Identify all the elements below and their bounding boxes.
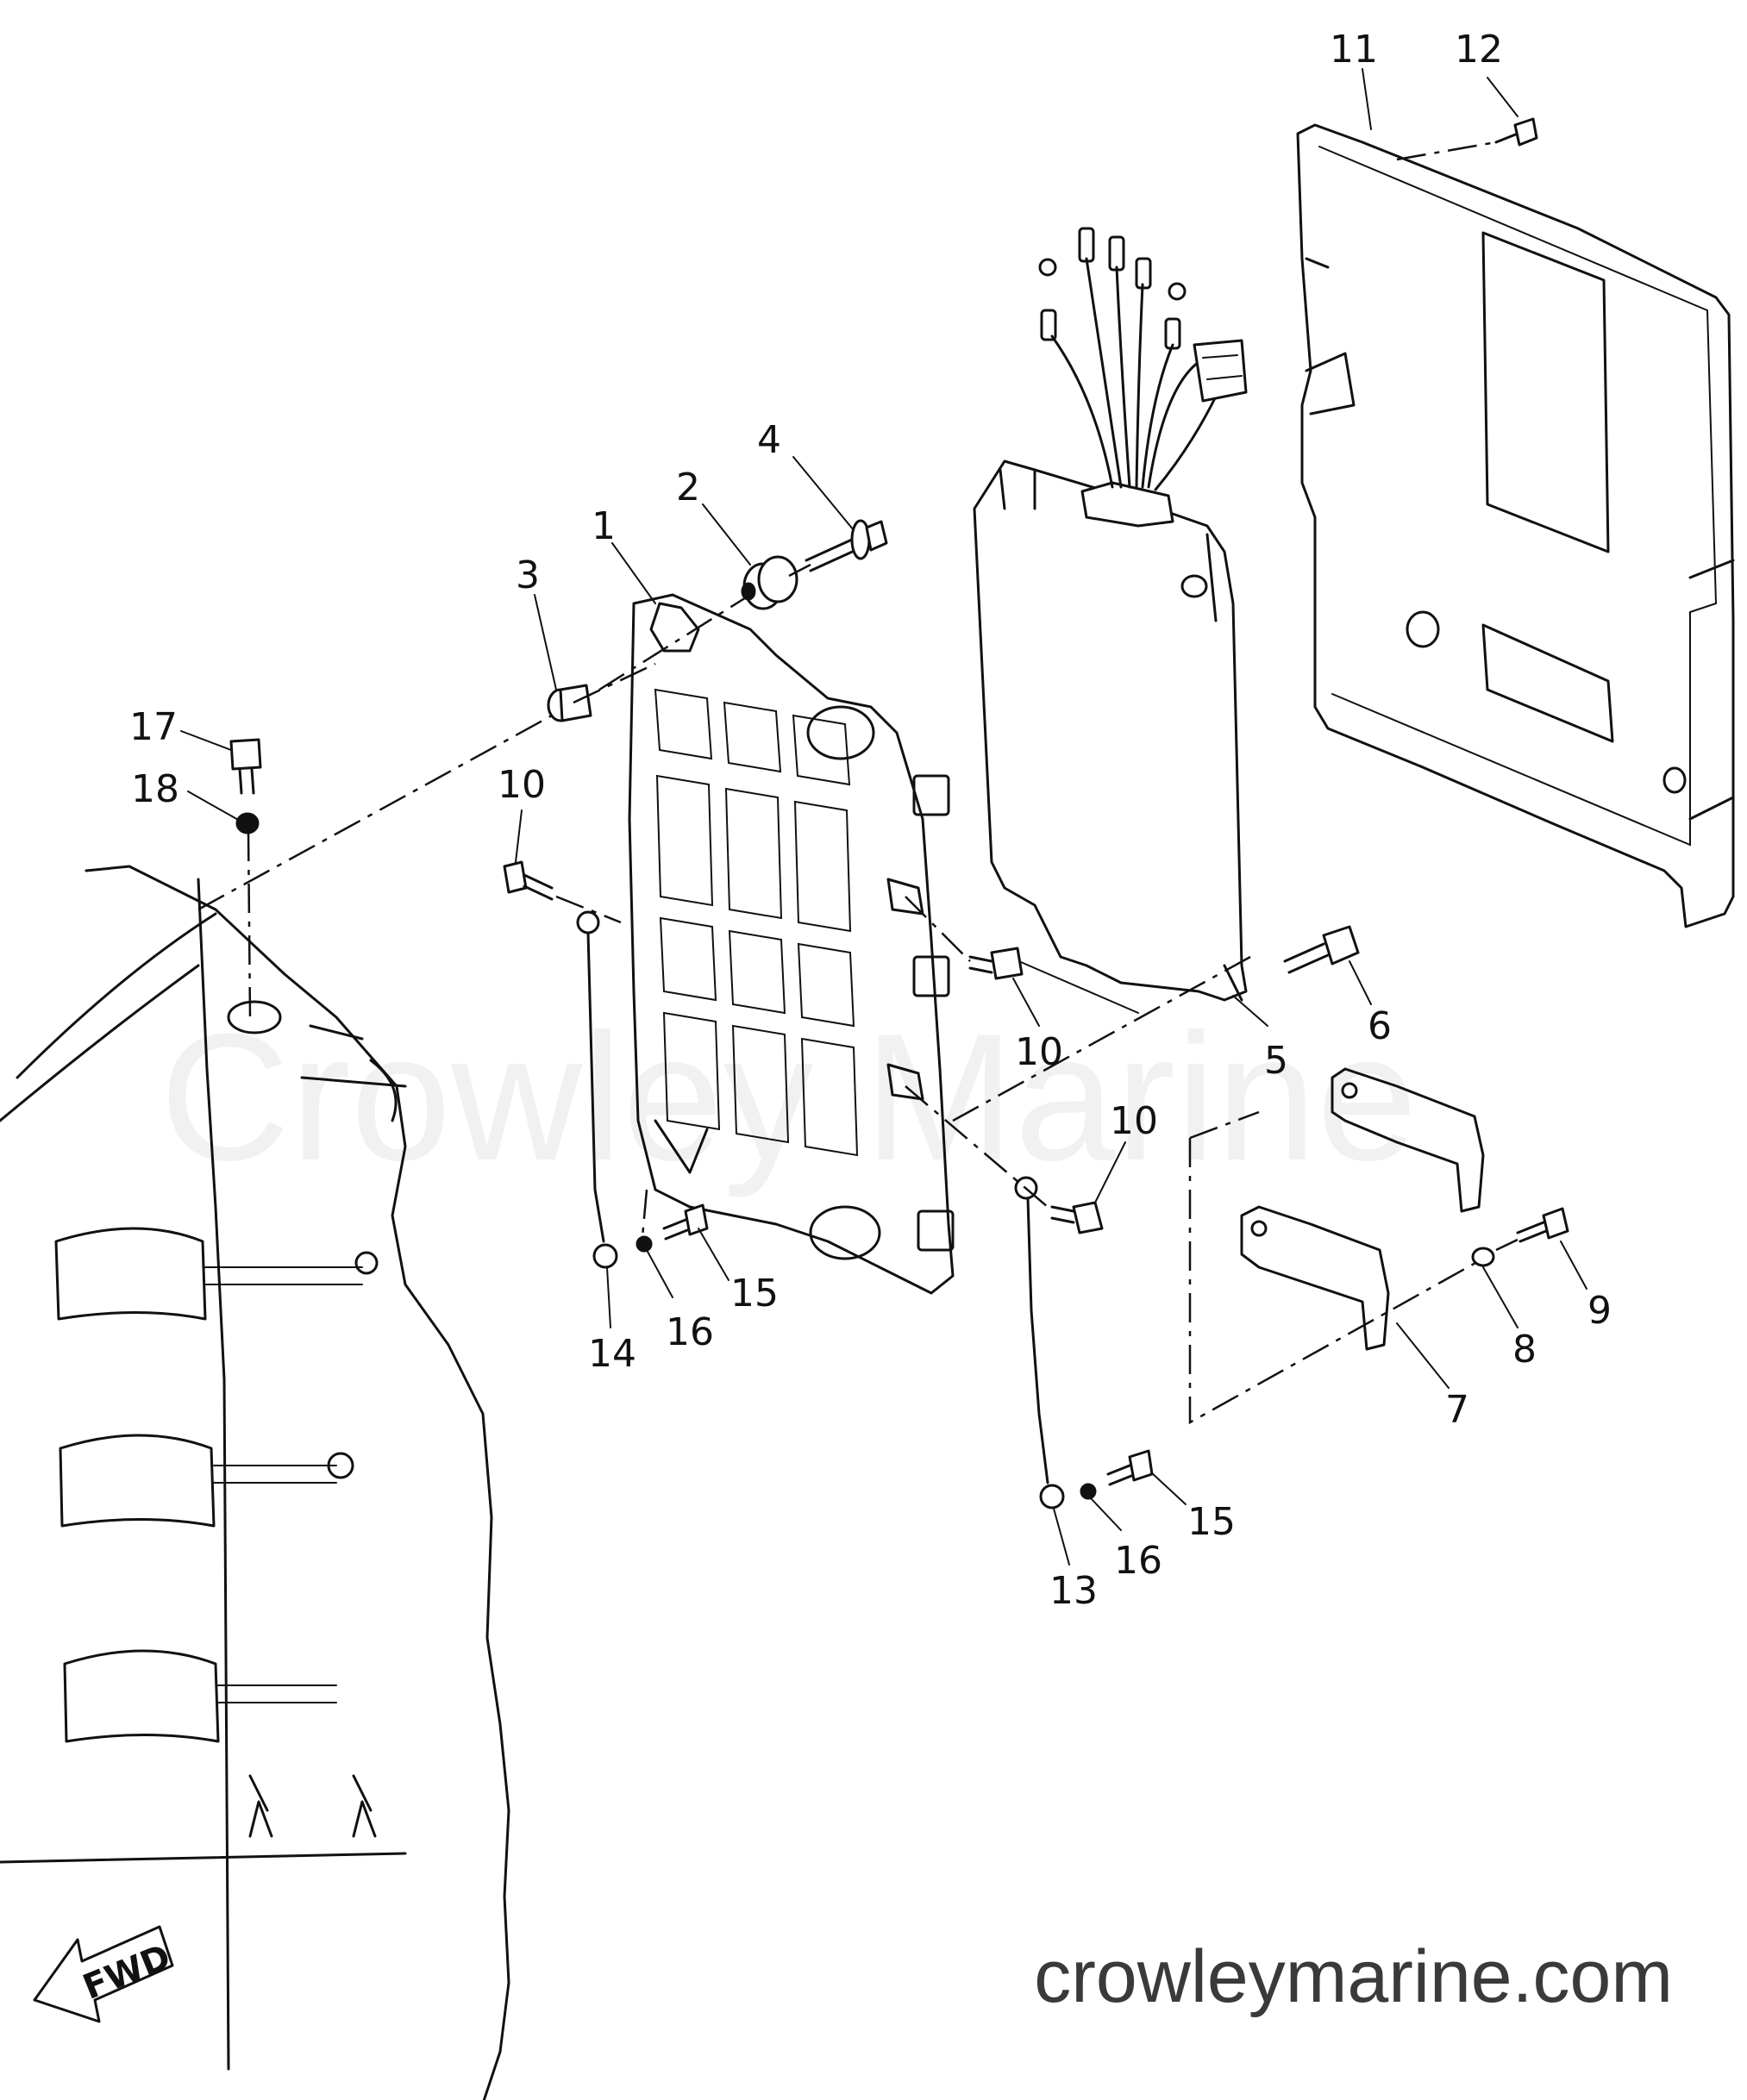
callout-2: 2	[676, 466, 700, 509]
ground-wire-13	[1014, 1176, 1065, 1509]
engine-block	[0, 865, 510, 2100]
bolt-6	[1283, 925, 1360, 974]
assembly-lines	[197, 141, 1518, 1425]
callout-10-upper: 10	[498, 763, 546, 807]
washer-16-right	[1080, 1483, 1097, 1500]
callout-16-right: 16	[1114, 1539, 1162, 1583]
washer-18	[235, 812, 260, 834]
callout-11: 11	[1330, 28, 1378, 72]
callout-4: 4	[757, 418, 781, 462]
bracket-plate	[628, 593, 955, 1295]
callout-8: 8	[1512, 1328, 1537, 1372]
cdi-unit	[973, 227, 1248, 1014]
site-url-text: crowleymarine.com	[1034, 1935, 1673, 2018]
callout-9: 9	[1587, 1289, 1612, 1333]
callout-12: 12	[1455, 28, 1503, 72]
fwd-arrow: FWD	[33, 1925, 176, 2023]
screw-12	[1494, 117, 1538, 147]
grommet	[741, 555, 798, 610]
callout-13: 13	[1049, 1569, 1098, 1613]
callout-10-middle: 10	[1015, 1030, 1063, 1074]
callout-1: 1	[592, 504, 616, 548]
watermark-text: Crowley Marine	[160, 996, 1418, 1198]
bolt-10-middle	[968, 947, 1024, 980]
bolt-17	[229, 738, 262, 795]
collar	[547, 684, 592, 722]
washer-8	[1471, 1247, 1495, 1267]
bolt-4	[805, 519, 888, 572]
bolt-10-upper	[503, 860, 554, 901]
bolt-10-lower	[1050, 1201, 1104, 1234]
ground-wire-14	[576, 910, 618, 1269]
callout-18: 18	[131, 767, 179, 811]
screw-15-right	[1106, 1449, 1154, 1486]
screw-15-left	[662, 1203, 709, 1241]
callout-7: 7	[1445, 1388, 1469, 1432]
callout-leaders	[180, 68, 1587, 1566]
callout-numbers: 1 2 3 4 5 6 7 8 9 10 10 10 11 12 13 14 1…	[129, 28, 1612, 1613]
bolt-9	[1516, 1207, 1569, 1243]
callout-15-right: 15	[1187, 1500, 1236, 1544]
callout-15-left: 15	[730, 1272, 779, 1316]
callout-3: 3	[516, 553, 540, 597]
washer-16-left	[636, 1235, 653, 1253]
cover	[1296, 123, 1735, 928]
callout-6: 6	[1368, 1004, 1392, 1048]
callout-5: 5	[1264, 1039, 1288, 1083]
callout-16-left: 16	[666, 1310, 714, 1354]
callout-17: 17	[129, 705, 178, 749]
callout-14: 14	[588, 1332, 636, 1376]
bracket-pair	[1240, 1067, 1485, 1351]
callout-10-lower: 10	[1110, 1099, 1158, 1143]
